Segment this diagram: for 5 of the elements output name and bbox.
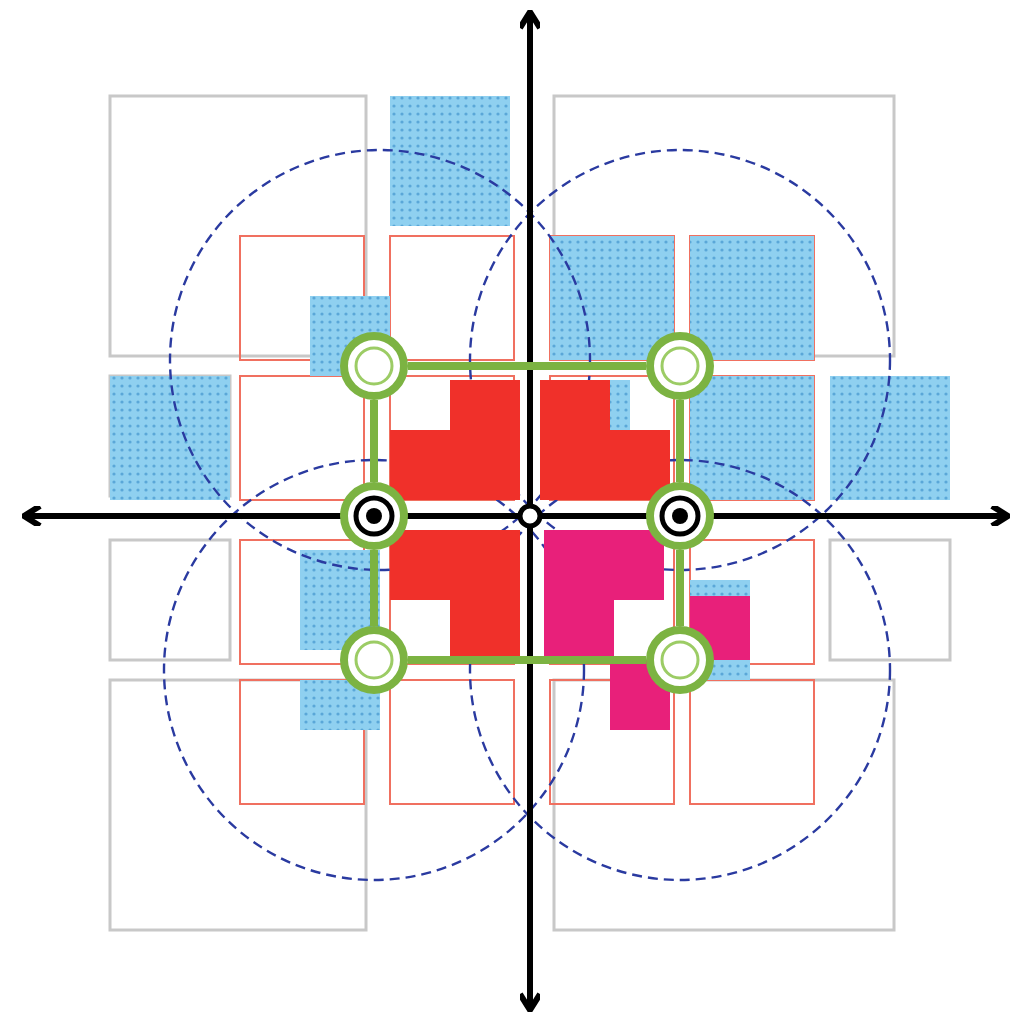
connector-line [408, 362, 646, 370]
connector-line [676, 550, 684, 626]
connector-line [676, 400, 684, 482]
connector-line [370, 550, 378, 626]
connector-line [370, 400, 378, 482]
